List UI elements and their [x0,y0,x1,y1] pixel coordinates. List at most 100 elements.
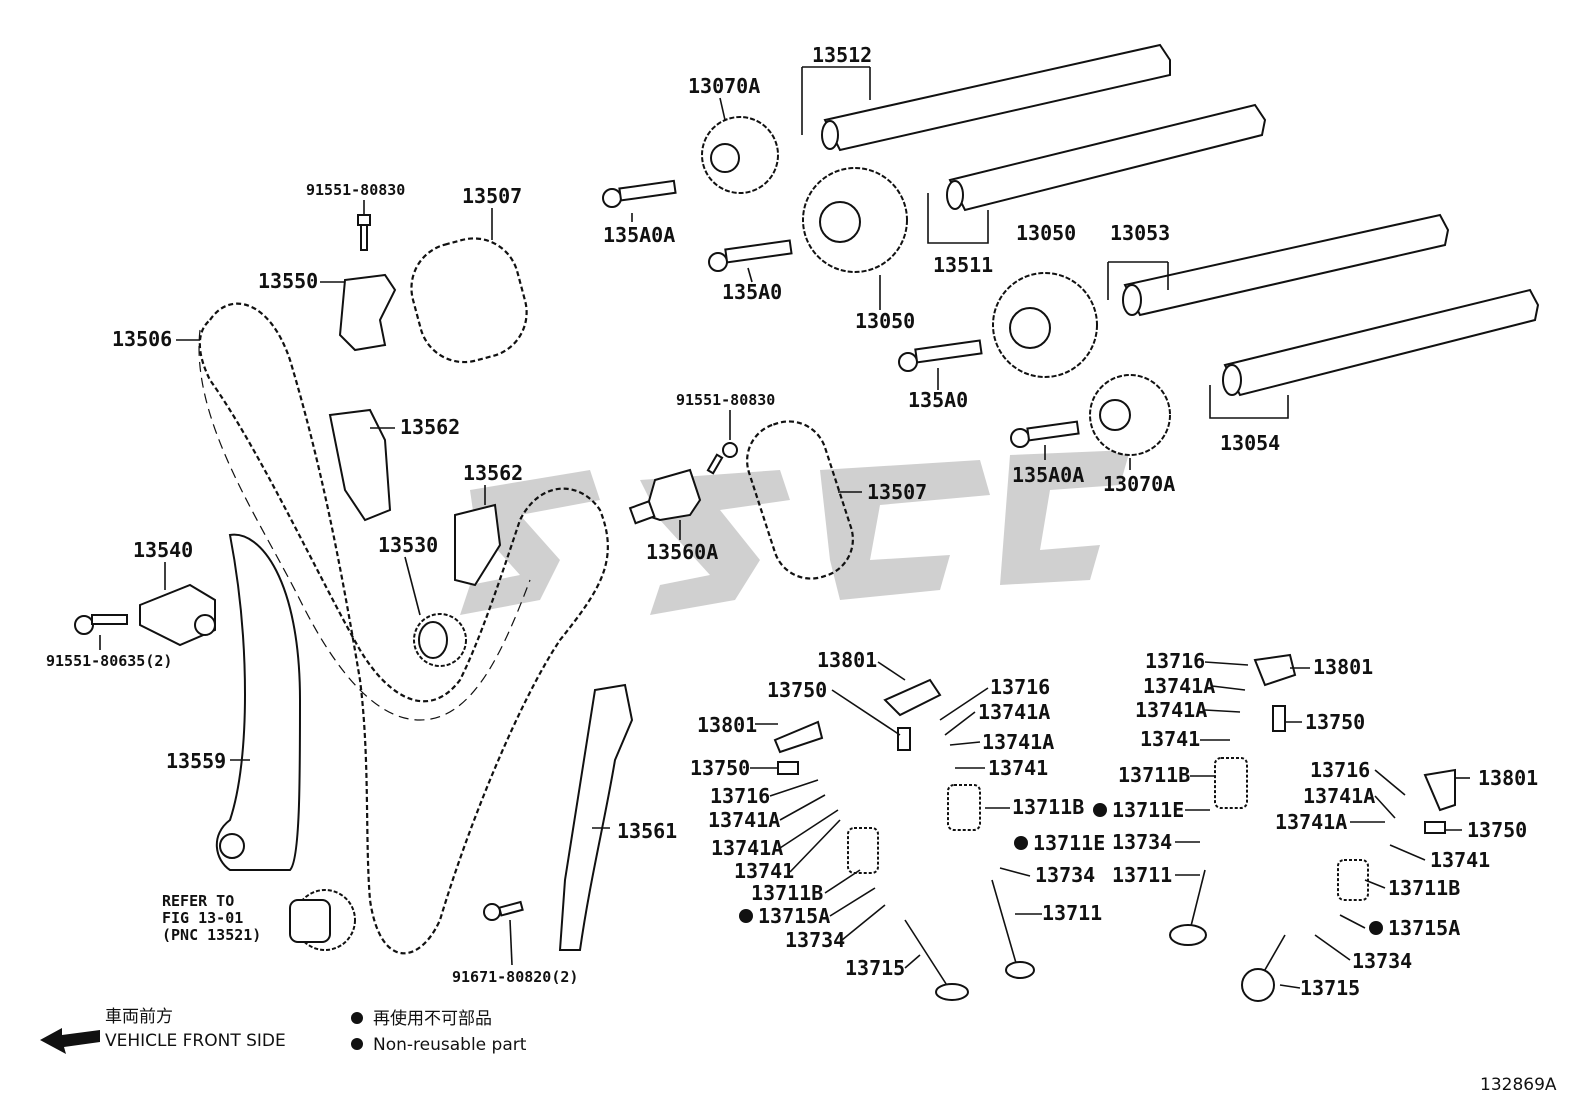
label-13734-left: 13734 [785,928,845,952]
label-13540: 13540 [133,538,193,562]
valve-13711-right [1169,869,1207,946]
label-13734-center: 13734 [1035,863,1095,887]
label-13070A-right: 13070A [1103,472,1175,496]
label-13530: 13530 [378,533,438,557]
label-13734-far: 13734 [1352,949,1412,973]
label-13715A-far: 13715A [1388,916,1460,940]
label-13562-mid: 13562 [463,461,523,485]
legend: 車両前方 VEHICLE FRONT SIDE 再使用不可部品 Non-reus… [40,1007,527,1055]
bolt-91551-80635 [74,614,128,635]
slipper-guide-13559 [215,533,302,871]
chain-guide-13550 [338,273,397,352]
bolt-135A0-right [898,339,983,372]
label-13050-right: 13050 [1016,221,1076,245]
label-13716-far: 13716 [1310,758,1370,782]
non-reusable-dot [739,909,753,923]
label-91671-80820: 91671-80820(2) [452,968,578,986]
label-13716-center: 13716 [990,675,1050,699]
bolt-91551-80830-top [357,214,371,251]
label-pnc-13521: (PNC 13521) [162,926,261,944]
label-13511: 13511 [933,253,993,277]
label-135A0A-upper: 135A0A [603,223,675,247]
non-reusable-dot [1093,803,1107,817]
label-135A0-right: 135A0 [908,388,968,412]
label-13741A-left-1: 13741A [708,808,780,832]
sub-chain-13507-mid [746,420,854,580]
adjuster-13750-far [1424,821,1446,834]
bolt-135A0-upper [708,239,793,272]
idle-sprocket-13530 [413,613,467,667]
label-13560A: 13560A [646,540,718,564]
spring-13711B-far [1337,859,1369,901]
label-refer-to: REFER TO [162,892,234,910]
label-13715A-left: 13715A [758,904,830,928]
label-13053: 13053 [1110,221,1170,245]
legend-non-reusable-jp: 再使用不可部品 [373,1008,492,1029]
rocker-13801-right [1253,653,1297,687]
cam-gear-13050-upper [802,167,908,273]
vvt-gear-13070A-right [1089,374,1171,456]
label-13741A-far-1: 13741A [1303,784,1375,808]
label-13801-right: 13801 [1313,655,1373,679]
valve-13715-left [904,919,969,1001]
cam-gear-13050-right [992,272,1098,378]
timing-chain-13506 [198,302,609,955]
label-13741-right: 13741 [1140,727,1200,751]
label-13070A-upper: 13070A [688,74,760,98]
label-13711-right: 13711 [1112,863,1172,887]
label-13507-mid: 13507 [867,480,927,504]
label-13801-left: 13801 [697,713,757,737]
label-13741-center: 13741 [988,756,1048,780]
label-13741A-center-2: 13741A [982,730,1054,754]
rocker-13801-left [773,720,824,754]
label-13750-center: 13750 [767,678,827,702]
label-13711E-right: 13711E [1112,798,1184,822]
vehicle-front-arrow-icon [40,1028,100,1054]
label-13716-left: 13716 [710,784,770,808]
label-91551-80830-mid: 91551-80830 [676,391,775,409]
non-reusable-dot [1369,921,1383,935]
camshaft-13054 [1222,288,1540,397]
label-13054: 13054 [1220,431,1280,455]
legend-non-reusable-en: Non-reusable part [373,1035,527,1055]
label-13050-upper: 13050 [855,309,915,333]
crank-sprocket-13521 [289,889,356,951]
valve-13715-far [1241,934,1286,1002]
label-13506: 13506 [112,327,172,351]
camshaft-13511 [946,103,1267,212]
label-13507-upper: 13507 [462,184,522,208]
adjuster-13750-right [1272,705,1286,732]
label-13711E-center: 13711E [1033,831,1105,855]
label-13750-right: 13750 [1305,710,1365,734]
label-13715-left: 13715 [845,956,905,980]
label-13711-center: 13711 [1042,901,1102,925]
valve-13711-center [991,879,1035,979]
label-13750-left: 13750 [690,756,750,780]
label-135A0A-right: 135A0A [1012,463,1084,487]
label-13512: 13512 [812,43,872,67]
sub-chain-13507-upper [410,237,528,364]
slipper-pivot [219,833,245,859]
label-13711B-center: 13711B [1012,795,1084,819]
label-13562-upper: 13562 [400,415,460,439]
label-13716-right: 13716 [1145,649,1205,673]
label-13559: 13559 [166,749,226,773]
rocker-13801-far [1423,768,1456,812]
non-reusable-dot-icon [351,1012,363,1024]
spring-13711B-right [1214,757,1248,809]
label-13711B-right: 13711B [1118,763,1190,787]
bolt-91551-80830-mid [706,442,738,475]
diagram-number: 132869A [1480,1075,1557,1095]
label-13741A-far-2: 13741A [1275,810,1347,834]
label-13741-left: 13741 [734,859,794,883]
damper-13562-upper [328,408,392,522]
camshaft-13512 [821,43,1171,152]
label-fig-13-01: FIG 13-01 [162,909,243,927]
tensioner-13560A [628,468,702,525]
label-91551-80635: 91551-80635(2) [46,652,172,670]
label-135A0-upper: 135A0 [722,280,782,304]
legend-vehicle-front-en: VEHICLE FRONT SIDE [105,1031,286,1051]
bolt-135A0A-upper [602,179,677,208]
